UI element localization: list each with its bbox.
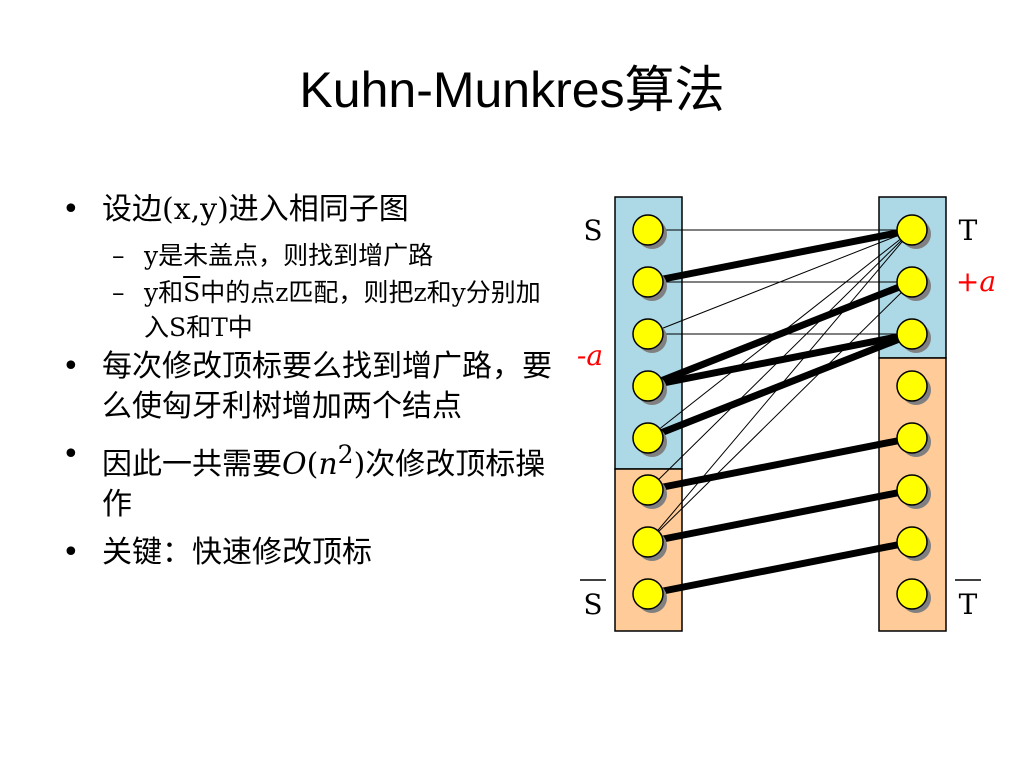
thick-edge — [646, 330, 914, 442]
left-s-bar-node — [632, 578, 664, 610]
bullet-marker: • — [62, 535, 80, 570]
sub-bullet-item: – y是未盖点，则找到增广路 — [62, 238, 562, 273]
right-t-bar-node — [896, 526, 928, 558]
sub-bullet-marker: – — [112, 241, 125, 270]
thin-edge — [647, 229, 913, 335]
right-t-node — [896, 318, 928, 350]
label-plus-a: +a — [956, 265, 996, 298]
left-s-bar-node — [632, 474, 664, 506]
edge-layer — [646, 226, 914, 598]
bullet-item: • 关键：快速修改顶标 — [62, 533, 562, 573]
thick-edge — [647, 330, 913, 390]
right-t-bar-node — [896, 578, 928, 610]
thick-edge — [647, 486, 913, 546]
thin-edge — [647, 281, 913, 543]
bullet-item: • 因此一共需要O(n2)次修改顶标操作 — [62, 435, 562, 525]
label-t-bar: T — [959, 588, 978, 621]
label-s: S — [583, 214, 602, 247]
bullet-item: • 每次修改顶标要么找到增广路，要么使匈牙利树增加两个结点 — [62, 347, 562, 427]
left-s-node — [632, 318, 664, 350]
right-t-bar-node — [896, 474, 928, 506]
left-s-bar-node — [632, 526, 664, 558]
sub-bullet-marker: – — [112, 278, 125, 307]
right-t-bar-node — [896, 370, 928, 402]
label-minus-a: -a — [577, 339, 603, 372]
s-bar-symbol: S — [183, 278, 201, 307]
bullet-marker: • — [62, 349, 80, 384]
sub-bullet-item: – y和S中的点z匹配，则把z和y分别加入S和T中 — [62, 275, 562, 345]
bullet-text: 每次修改顶标要么找到增广路，要么使匈牙利树增加两个结点 — [102, 349, 552, 424]
n-symbol: n — [318, 447, 338, 482]
bullet-item: • 设边(x,y)进入相同子图 — [62, 190, 562, 230]
slide-title: Kuhn-Munkres算法 — [299, 62, 725, 118]
bullet-text: 设边(x,y)进入相同子图 — [102, 192, 409, 227]
thick-edge — [647, 538, 913, 598]
bullet-text: 关键：快速修改顶标 — [102, 535, 372, 570]
bullet-marker: • — [62, 192, 80, 227]
big-o-symbol: O — [282, 447, 307, 482]
bullet-marker: • — [62, 437, 80, 472]
left-s-node — [632, 266, 664, 298]
right-t-node — [896, 266, 928, 298]
label-s-bar: S — [583, 588, 602, 621]
thick-edge — [646, 278, 914, 390]
thick-edge — [647, 226, 913, 286]
sub-bullet-text: y是未盖点，则找到增广路 — [144, 241, 434, 270]
bullet-text-pre: 因此一共需要 — [102, 447, 282, 482]
paren-open: ( — [306, 447, 319, 482]
left-s-node — [632, 370, 664, 402]
sub-bullet-text-pre: y和 — [144, 278, 184, 307]
right-t-bar-node — [896, 422, 928, 454]
thick-edge — [647, 434, 913, 494]
bullet-list: • 设边(x,y)进入相同子图 – y是未盖点，则找到增广路 – y和S中的点z… — [62, 190, 562, 581]
exponent: 2 — [337, 440, 354, 469]
bullet-text-post: )次修改顶标操作 — [102, 447, 546, 522]
left-s-node — [632, 422, 664, 454]
sub-bullet-text-post: 中的点z匹配，则把z和y分别加入S和T中 — [144, 278, 541, 342]
label-t: T — [959, 214, 978, 247]
left-s-node — [632, 214, 664, 246]
node-layer — [632, 214, 931, 613]
right-t-node — [896, 214, 928, 246]
